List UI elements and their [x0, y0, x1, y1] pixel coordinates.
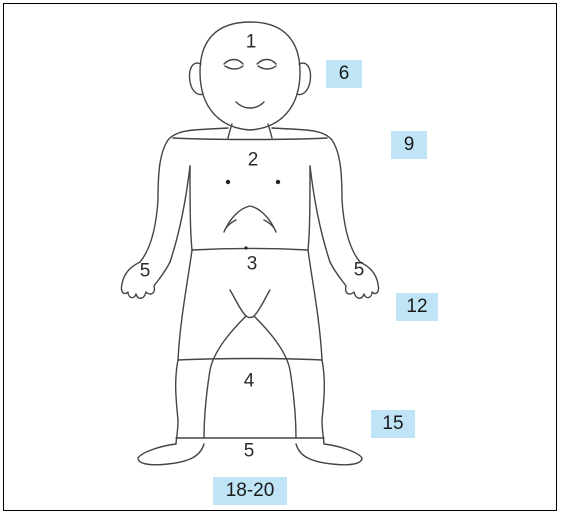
eye-right: [257, 60, 276, 70]
region-label-lower-leg: 4: [244, 372, 255, 391]
left-arm-inner: [170, 166, 190, 262]
nipple-left: [226, 180, 230, 184]
torso-left: [190, 166, 192, 250]
right-leg-outer: [322, 360, 324, 444]
ear-right: [297, 63, 311, 94]
region-label-hand-left: 5: [140, 262, 151, 281]
groin: [230, 290, 270, 318]
age-badge-15: 15: [371, 410, 415, 438]
eye-left: [224, 60, 243, 70]
age-badge-9: 9: [391, 131, 427, 159]
waist-line: [192, 249, 308, 251]
region-label-pelvis: 3: [247, 255, 258, 274]
mouth: [236, 102, 264, 108]
region-label-foot: 5: [244, 442, 255, 461]
navel: [244, 246, 247, 249]
left-leg-inner: [204, 316, 246, 438]
right-arm-inner: [310, 166, 330, 262]
right-arm-outer: [272, 128, 360, 262]
ear-left: [189, 63, 203, 94]
right-leg-inner: [254, 316, 296, 438]
age-badge-18-20: 18-20: [213, 477, 287, 505]
torso-right: [308, 166, 310, 250]
ribcage: [224, 206, 276, 232]
left-hip: [178, 250, 192, 360]
age-badge-12: 12: [396, 293, 438, 321]
neck: [228, 124, 272, 138]
nipple-right: [276, 180, 280, 184]
region-label-hand-right: 5: [354, 261, 365, 280]
collar-line: [173, 138, 327, 140]
left-arm-outer: [140, 128, 228, 262]
left-leg-outer: [176, 360, 178, 444]
foot-left: [138, 444, 204, 465]
region-label-head: 1: [246, 33, 257, 52]
foot-right: [296, 444, 362, 465]
region-label-torso: 2: [248, 151, 259, 170]
right-hip: [308, 250, 322, 360]
age-badge-6: 6: [326, 60, 362, 88]
knee-line: [178, 359, 322, 361]
